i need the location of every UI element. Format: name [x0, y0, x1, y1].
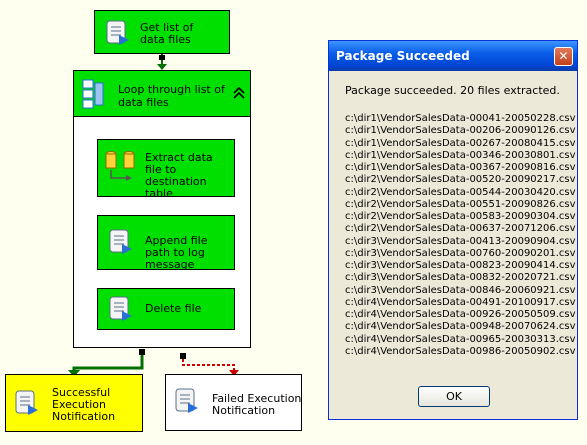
file-path-item: c:\dir1\VendorSalesData-00346-20030801.c… — [345, 149, 576, 161]
extract-label: Extract data file to destination table — [145, 151, 213, 200]
script-task-icon — [109, 229, 132, 254]
file-path-item: c:\dir4\VendorSalesData-00965-20030313.c… — [345, 333, 576, 345]
file-path-item: c:\dir2\VendorSalesData-00551-20090826.c… — [345, 198, 576, 210]
close-button[interactable]: ✕ — [554, 47, 573, 66]
file-path-item: c:\dir3\VendorSalesData-00413-20090904.c… — [345, 235, 576, 247]
script-task-icon — [15, 390, 38, 415]
file-path-item: c:\dir1\VendorSalesData-00267-20080415.c… — [345, 137, 576, 149]
data-flow-task-icon — [105, 151, 135, 181]
file-path-item: c:\dir4\VendorSalesData-00491-20100917.c… — [345, 296, 576, 308]
delete-label: Delete file — [145, 302, 202, 315]
file-path-item: c:\dir1\VendorSalesData-00041-20050228.c… — [345, 113, 576, 124]
failed-notification-task[interactable]: Failed Execution Notification — [165, 374, 302, 431]
script-task-icon — [175, 388, 198, 413]
file-path-item: c:\dir3\VendorSalesData-00832-20020721.c… — [345, 272, 576, 284]
file-path-item: c:\dir2\VendorSalesData-00583-20090304.c… — [345, 211, 576, 222]
file-path-item: c:\dir2\VendorSalesData-00544-20030420.c… — [345, 186, 576, 198]
get-list-task[interactable]: Get list of data files — [94, 10, 230, 54]
script-task-icon — [106, 20, 129, 45]
file-path-item: c:\dir1\VendorSalesData-00206-20090126.c… — [345, 125, 576, 137]
success-notification-task[interactable]: Successful Execution Notification — [5, 374, 143, 432]
append-task[interactable]: Append file path to log message — [97, 215, 235, 271]
success-label: Successful Execution Notification — [52, 386, 116, 423]
file-path-item: c:\dir3\VendorSalesData-00846-20060921.c… — [345, 284, 576, 296]
file-path-item: c:\dir1\VendorSalesData-00367-20090816.c… — [345, 162, 576, 173]
file-path-item: c:\dir4\VendorSalesData-00986-20050902.c… — [345, 345, 576, 357]
failed-label: Failed Execution Notification — [212, 392, 302, 417]
ok-label: OK — [446, 390, 462, 403]
file-path-item: c:\dir4\VendorSalesData-00948-20070624.c… — [345, 321, 576, 333]
file-path-item: c:\dir3\VendorSalesData-00823-20090414.c… — [345, 260, 576, 271]
loop-label: Loop through list of data files — [118, 83, 225, 109]
get-list-label: Get list of data files — [140, 21, 194, 46]
ok-button[interactable]: OK — [418, 386, 490, 407]
extract-task[interactable]: Extract data file to destination table — [97, 139, 235, 200]
append-label: Append file path to log message — [145, 234, 208, 271]
close-icon: ✕ — [558, 49, 569, 63]
delete-task[interactable]: Delete file — [97, 288, 235, 330]
dialog-message: Package succeeded. 20 files extracted. — [345, 84, 560, 97]
loop-header[interactable]: Loop through list of data files — [74, 71, 250, 117]
file-path-item: c:\dir4\VendorSalesData-00926-20050509.c… — [345, 309, 576, 320]
foreach-loop-icon — [82, 79, 104, 109]
file-path-item: c:\dir3\VendorSalesData-00760-20090201.c… — [345, 247, 576, 259]
dialog-title: Package Succeeded — [336, 49, 470, 63]
file-path-item: c:\dir2\VendorSalesData-00637-20071206.c… — [345, 223, 576, 235]
file-path-item: c:\dir2\VendorSalesData-00520-20090217.c… — [345, 174, 576, 186]
package-succeeded-dialog: Package Succeeded ✕ Package succeeded. 2… — [328, 40, 578, 420]
script-task-icon — [109, 296, 132, 321]
dialog-titlebar[interactable]: Package Succeeded ✕ — [329, 41, 577, 71]
collapse-chevron-icon[interactable] — [233, 87, 245, 99]
